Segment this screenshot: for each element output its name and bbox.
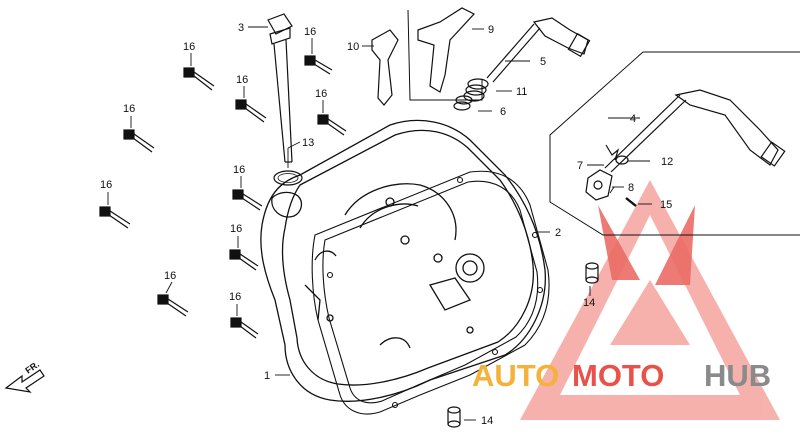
callout-15: 15 <box>660 199 672 211</box>
callout-5: 5 <box>540 56 546 68</box>
watermark-logo <box>520 180 780 420</box>
subassembly-box-right-2 <box>549 51 800 236</box>
subassembly-box-top <box>407 9 483 101</box>
bolt-10 <box>230 317 259 339</box>
callout-8: 8 <box>628 182 634 194</box>
bolt-8 <box>229 249 259 271</box>
watermark-text: AUTO MOTO HUB <box>472 358 771 393</box>
bolt-2 <box>304 55 333 75</box>
bolt-1 <box>183 67 215 91</box>
oil-dipstick <box>267 13 293 163</box>
dowel-1 <box>585 262 599 284</box>
callout-14-b: 14 <box>481 415 493 427</box>
bolt-5 <box>123 129 155 153</box>
callout-9: 9 <box>488 24 494 36</box>
collar <box>585 169 613 201</box>
leader-lines <box>107 26 652 421</box>
watermark-moto: MOTO <box>572 358 664 393</box>
dowel-pins <box>447 262 599 428</box>
callout-16-i: 16 <box>164 270 176 282</box>
callout-4: 4 <box>630 113 636 125</box>
callout-16-e: 16 <box>123 103 135 115</box>
callout-labels: 3 16 16 16 16 16 16 16 16 16 16 16 10 9 … <box>100 22 673 427</box>
bolts <box>99 55 347 339</box>
callout-13: 13 <box>302 137 314 149</box>
callout-16-d: 16 <box>315 88 327 100</box>
bolt-9 <box>157 294 189 317</box>
callout-14-a: 14 <box>583 297 595 309</box>
bolt-3 <box>235 99 267 123</box>
callout-16-j: 16 <box>229 291 241 303</box>
callout-1: 1 <box>264 370 270 382</box>
dowel-2 <box>447 406 461 428</box>
gasket <box>311 170 550 415</box>
bracket <box>371 29 399 106</box>
front-direction-arrow: FR. <box>4 359 45 393</box>
pedal <box>604 89 786 173</box>
callout-16-f: 16 <box>233 164 245 176</box>
spring-clip <box>605 144 620 161</box>
watermark-auto: AUTO <box>472 358 559 393</box>
callout-16-c: 16 <box>236 74 248 86</box>
shift-spindle <box>486 17 591 83</box>
callout-16-b: 16 <box>304 26 316 38</box>
o-ring-inner <box>277 173 299 183</box>
watermark-hub: HUB <box>704 358 771 393</box>
callout-16-g: 16 <box>100 179 112 191</box>
callout-12: 12 <box>661 156 673 168</box>
return-spring <box>463 78 489 102</box>
o-ring <box>273 170 303 186</box>
dowel-pin-15 <box>625 197 637 207</box>
callout-16-a: 16 <box>183 41 195 53</box>
washer <box>615 155 629 165</box>
callout-3: 3 <box>238 22 244 34</box>
callout-10: 10 <box>347 41 359 53</box>
bolt-6 <box>232 189 263 211</box>
callout-6: 6 <box>500 106 506 118</box>
bolt-7 <box>99 206 131 229</box>
bolt-4 <box>317 114 347 136</box>
callout-7: 7 <box>577 160 583 172</box>
callout-2: 2 <box>555 227 561 239</box>
callout-11: 11 <box>516 86 527 98</box>
spring-small <box>453 95 473 111</box>
callout-16-h: 16 <box>230 223 242 235</box>
shift-arm <box>417 7 475 93</box>
